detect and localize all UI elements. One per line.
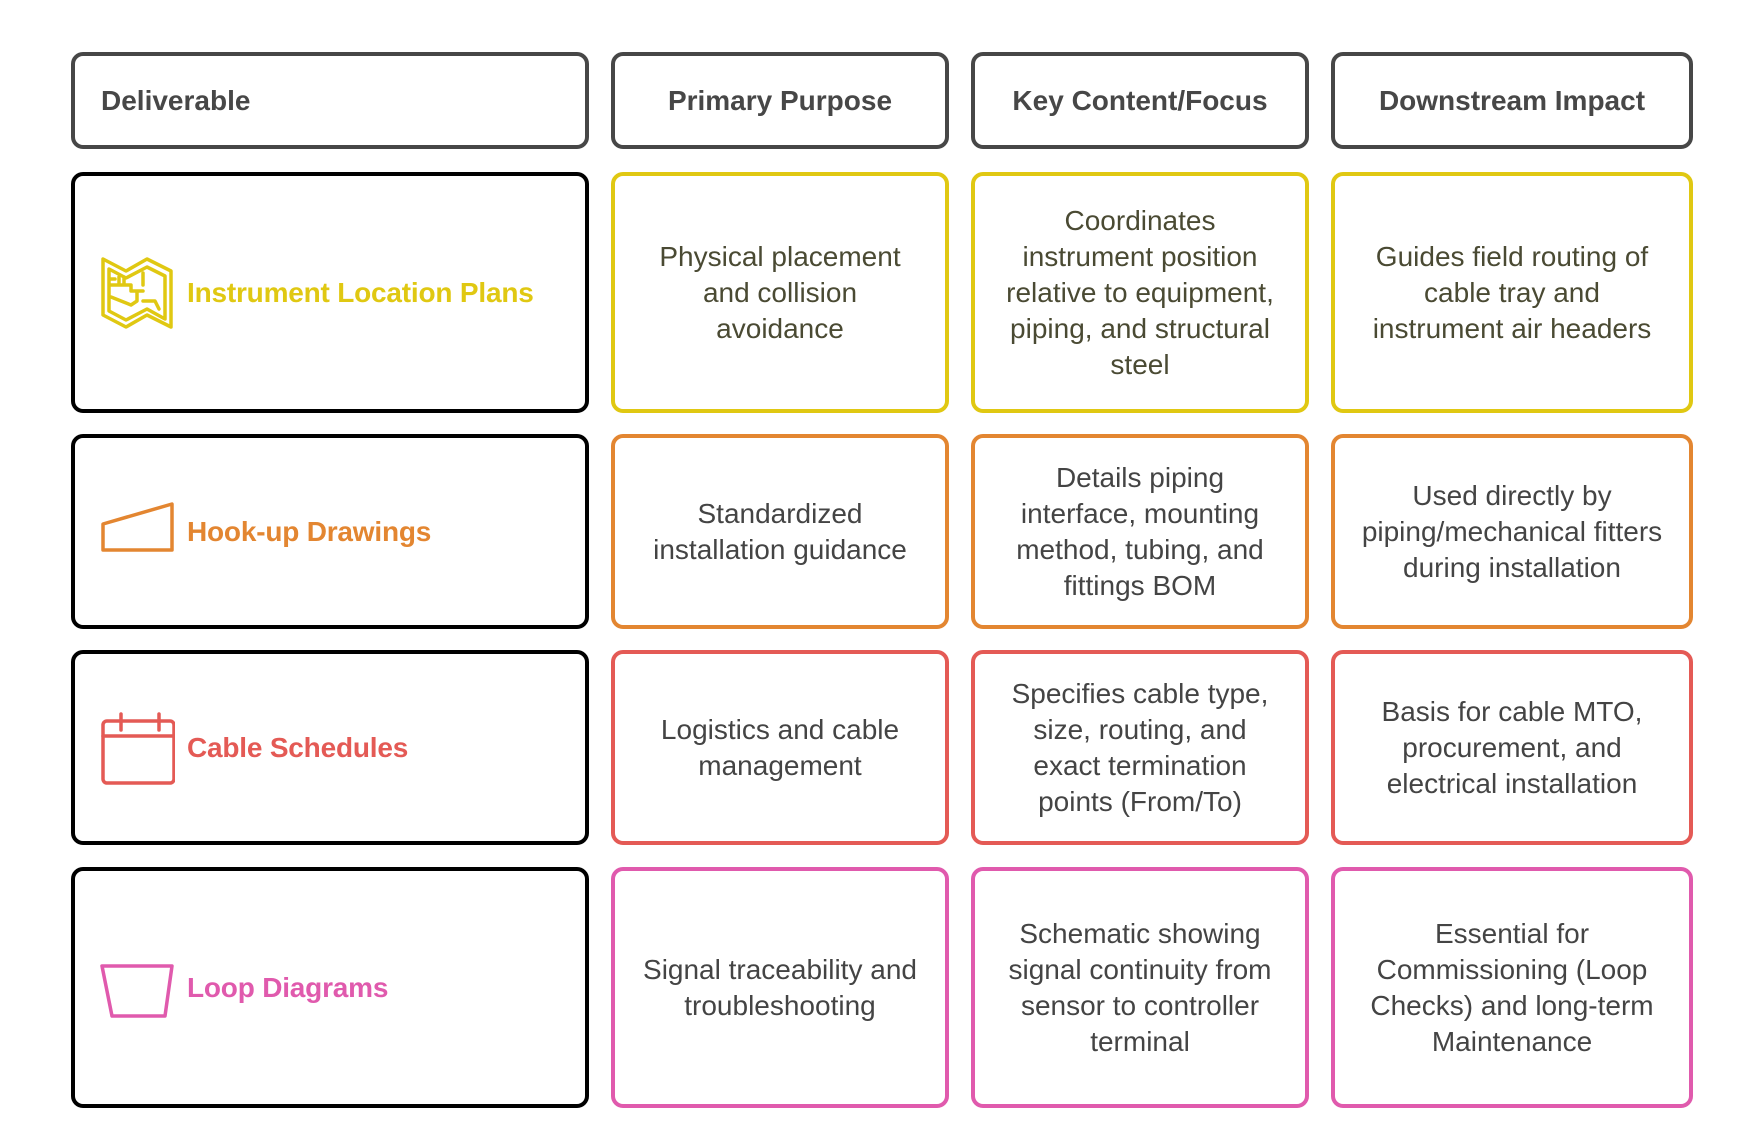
content-cell: Coordinates instrument position relative… xyxy=(971,172,1309,413)
purpose-text: Signal traceability and troubleshooting xyxy=(643,953,917,1021)
purpose-cell: Physical placement and collision avoidan… xyxy=(611,172,949,413)
header-deliverable: Deliverable xyxy=(71,52,589,149)
purpose-cell: Signal traceability and troubleshooting xyxy=(611,867,949,1108)
row-cable-schedules: Cable Schedules xyxy=(71,650,589,845)
impact-cell: Essential for Commissioning (Loop Checks… xyxy=(1331,867,1693,1108)
header-downstream-impact: Downstream Impact xyxy=(1331,52,1693,149)
header-deliverable-label: Deliverable xyxy=(101,84,251,116)
row-loop-diagrams: Loop Diagrams xyxy=(71,867,589,1108)
purpose-text: Logistics and cable management xyxy=(660,713,900,781)
row-hook-up-drawings: Hook-up Drawings xyxy=(71,434,589,629)
impact-text: Guides field routing of cable tray and i… xyxy=(1372,240,1652,344)
impact-cell: Used directly by piping/mechanical fitte… xyxy=(1331,434,1693,629)
content-text: Coordinates instrument position relative… xyxy=(1006,204,1274,380)
purpose-text: Physical placement and collision avoidan… xyxy=(659,240,901,344)
impact-text: Basis for cable MTO, procurement, and el… xyxy=(1381,695,1643,799)
impact-cell: Basis for cable MTO, procurement, and el… xyxy=(1331,650,1693,845)
impact-text: Used directly by piping/mechanical fitte… xyxy=(1361,479,1663,583)
content-text: Schematic showing signal continuity from… xyxy=(1008,917,1272,1057)
header-primary-purpose-label: Primary Purpose xyxy=(667,84,893,116)
header-primary-purpose: Primary Purpose xyxy=(611,52,949,149)
trapezoid-icon xyxy=(99,494,175,570)
map-icon xyxy=(99,255,175,331)
header-downstream-impact-label: Downstream Impact xyxy=(1378,84,1646,116)
purpose-text: Standardized installation guidance xyxy=(653,497,907,565)
content-cell: Schematic showing signal continuity from… xyxy=(971,867,1309,1108)
row-instrument-location-plans: Instrument Location Plans xyxy=(71,172,589,413)
purpose-cell: Logistics and cable management xyxy=(611,650,949,845)
deliverable-label: Loop Diagrams xyxy=(187,971,389,1003)
calendar-icon xyxy=(99,710,175,786)
bucket-icon xyxy=(99,950,175,1026)
deliverable-label: Instrument Location Plans xyxy=(187,276,534,308)
impact-text: Essential for Commissioning (Loop Checks… xyxy=(1370,917,1654,1057)
deliverable-label: Hook-up Drawings xyxy=(187,515,432,547)
impact-cell: Guides field routing of cable tray and i… xyxy=(1331,172,1693,413)
content-cell: Details piping interface, mounting metho… xyxy=(971,434,1309,629)
header-key-content-label: Key Content/Focus xyxy=(1012,84,1268,116)
header-key-content: Key Content/Focus xyxy=(971,52,1309,149)
content-cell: Specifies cable type, size, routing, and… xyxy=(971,650,1309,845)
deliverable-label: Cable Schedules xyxy=(187,731,409,763)
purpose-cell: Standardized installation guidance xyxy=(611,434,949,629)
content-text: Specifies cable type, size, routing, and… xyxy=(1011,677,1269,817)
content-text: Details piping interface, mounting metho… xyxy=(1016,461,1264,601)
